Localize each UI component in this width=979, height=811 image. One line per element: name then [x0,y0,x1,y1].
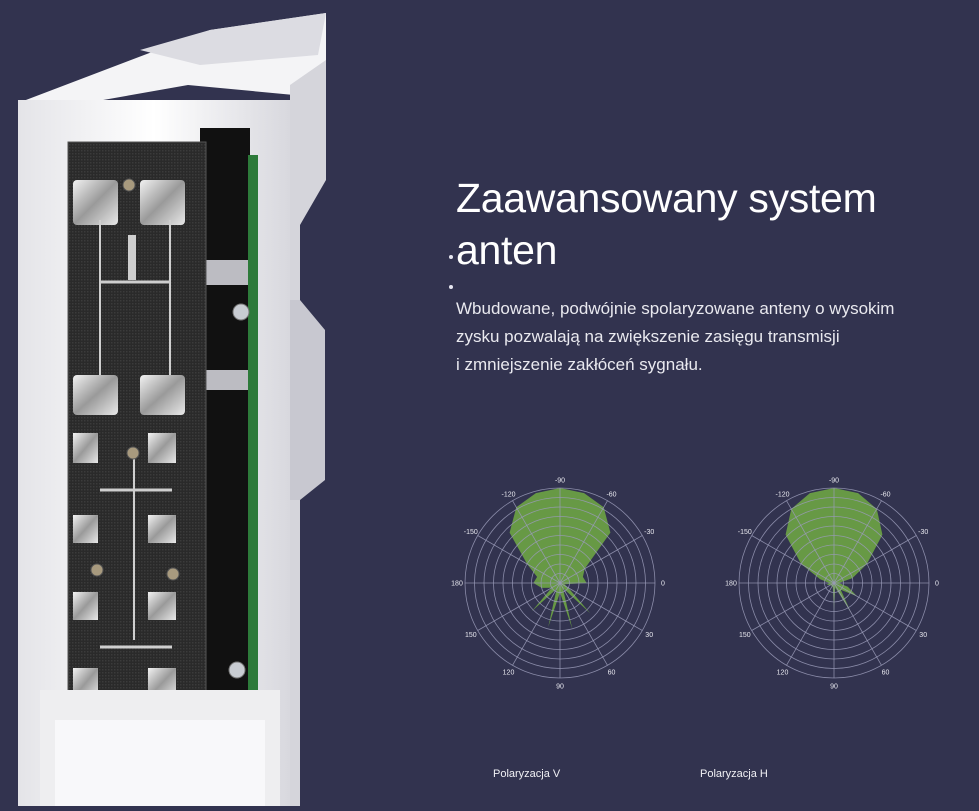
angle-tick-label: 150 [739,632,751,639]
polar-chart-v: -90 -60 -30 0 30 60 90 120 150 180 -150 -120 [440,463,680,703]
angle-tick-label: 180 [725,581,737,588]
angle-tick-label: -60 [880,491,890,498]
angle-tick-label: 0 [935,581,939,588]
angle-tick-label: 120 [777,670,789,677]
angle-tick-label: -120 [501,491,515,498]
angle-tick-label: 150 [465,632,477,639]
angle-tick-label: 30 [645,632,653,639]
chart-caption-v: Polaryzacja V [493,768,561,780]
antenna-device-illustration [18,13,326,806]
feature-description: Wbudowane, podwójnie spolaryzowane anten… [456,295,936,379]
angle-tick-label: 60 [882,670,890,677]
angle-tick-label: -30 [918,529,928,536]
polar-plot: -90 -60 -30 0 30 60 90 120 150 180 -150 -120 [451,478,665,691]
angle-tick-label: -90 [829,478,839,485]
angle-tick-label: -150 [464,529,478,536]
angle-tick-label: 90 [556,684,564,691]
feature-title-line1: Zaawansowany system [456,175,877,221]
angle-tick-label: -120 [775,491,789,498]
product-image [0,0,345,806]
feature-title-line2: anten [456,227,558,273]
angle-tick-label: -90 [555,478,565,485]
bullet-dot [449,285,453,289]
chart-caption-h: Polaryzacja H [700,768,768,780]
polar-plot: -90 -60 -30 0 30 60 90 120 150 180 -150 -120 [725,478,939,691]
feature-description-line3: i zmniejszenie zakłóceń sygnału. [456,355,703,374]
angle-tick-label: 0 [661,581,665,588]
feature-description-line1: Wbudowane, podwójnie spolaryzowane anten… [456,299,895,318]
angle-tick-label: 30 [919,632,927,639]
polar-chart-h: -90 -60 -30 0 30 60 90 120 150 180 -150 -120 [714,463,954,703]
angle-tick-label: -30 [644,529,654,536]
angle-tick-label: 90 [830,684,838,691]
angle-tick-label: -60 [606,491,616,498]
feature-description-line2: zysku pozwalają na zwiększenie zasięgu t… [456,327,840,346]
feature-title: Zaawansowany system anten [456,172,926,276]
angle-tick-label: 180 [451,581,463,588]
angle-tick-label: 120 [503,670,515,677]
bullet-dot [449,255,453,259]
angle-tick-label: -150 [738,529,752,536]
angle-tick-label: 60 [608,670,616,677]
